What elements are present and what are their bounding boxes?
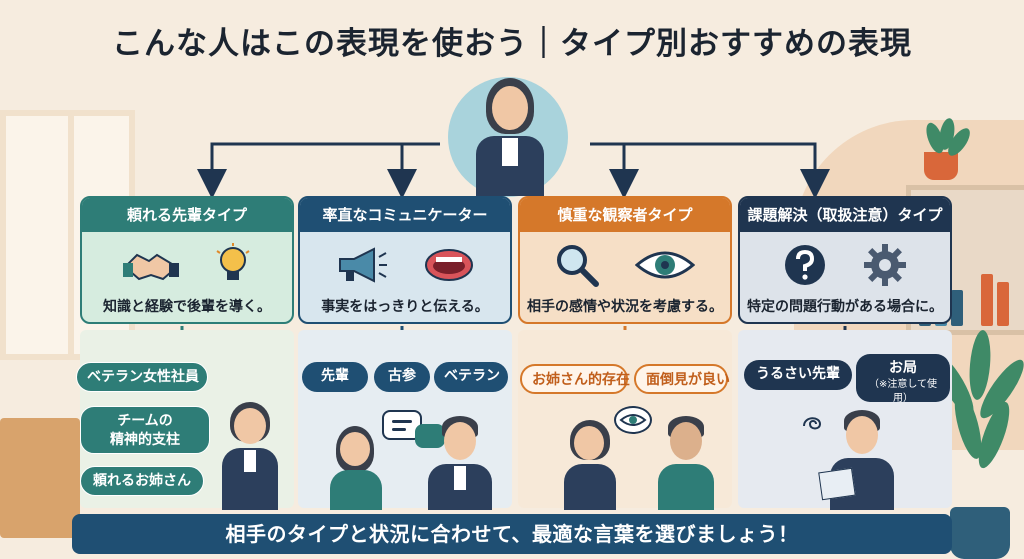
presenter-illustration xyxy=(470,78,550,196)
page-title: こんな人はこの表現を使おう｜タイプ別おすすめの表現 xyxy=(112,26,912,62)
thought-bubble-icon xyxy=(614,406,652,434)
floor-plant xyxy=(927,329,1024,559)
example-pill: 先輩 xyxy=(302,362,368,392)
type-card-careful-observer: 慎重な観察者タイプ 相手の感情や状況を考慮する。 xyxy=(518,196,732,324)
type-card-description: 相手の感情や状況を考慮する。 xyxy=(527,299,723,315)
example-pill: ベテラン女性社員 xyxy=(76,362,208,392)
magnifier-icon xyxy=(557,245,599,287)
communicator-man-illustration xyxy=(424,416,496,510)
problem-man-illustration xyxy=(818,410,904,510)
example-pill-with-note: お局 （※注意して使用） xyxy=(856,354,950,404)
gear-icon xyxy=(864,244,906,286)
mouth-icon xyxy=(425,249,473,281)
observer-woman-illustration xyxy=(560,420,620,510)
type-card-description: 知識と経験で後輩を導く。 xyxy=(103,299,271,315)
type-card-reliable-senior: 頼れる先輩タイプ 知識と経験で後輩を導く。 xyxy=(80,196,294,324)
example-pill-label: お局 xyxy=(889,360,917,376)
megaphone-icon xyxy=(339,247,387,283)
example-pill: うるさい先輩 xyxy=(744,360,852,390)
communicator-woman-illustration xyxy=(326,426,386,510)
scribble-icon xyxy=(803,417,822,430)
background-plant-pot xyxy=(924,152,958,180)
eye-icon xyxy=(635,251,695,279)
footer-banner: 相手のタイプと状況に合わせて、最適な言葉を選びましょう！ xyxy=(72,514,952,554)
type-card-problem-solving: 課題解決（取扱注意）タイプ 特定の問題行動がある xyxy=(738,196,952,324)
example-pill: チームの 精神的支柱 xyxy=(80,406,210,454)
example-pill: お姉さん的存在 xyxy=(520,364,630,394)
example-pill: ベテラン xyxy=(434,362,508,392)
type-card-description: 特定の問題行動がある場合に。 xyxy=(747,299,943,315)
example-pill: 古参 xyxy=(374,362,430,392)
type-card-header: 課題解決（取扱注意）タイプ xyxy=(740,198,950,232)
senior-woman-illustration xyxy=(218,402,282,510)
example-pill: 頼れるお姉さん xyxy=(80,466,204,496)
type-card-header: 慎重な観察者タイプ xyxy=(520,198,730,232)
lightbulb-icon xyxy=(216,243,250,280)
background-desk xyxy=(0,418,80,538)
question-icon xyxy=(785,245,825,285)
example-pill: 面倒見が良い xyxy=(634,364,730,394)
type-card-description: 事実をはっきりと伝える。 xyxy=(321,299,489,315)
observer-man-illustration xyxy=(654,416,718,510)
type-card-header: 頼れる先輩タイプ xyxy=(82,198,292,232)
type-card-header: 率直なコミュニケーター xyxy=(300,198,510,232)
handshake-icon xyxy=(123,253,179,281)
type-card-direct-communicator: 率直なコミュニケーター 事実をはっきりと伝える。 xyxy=(298,196,512,324)
example-pill-note: （※注意して使用） xyxy=(868,379,938,404)
